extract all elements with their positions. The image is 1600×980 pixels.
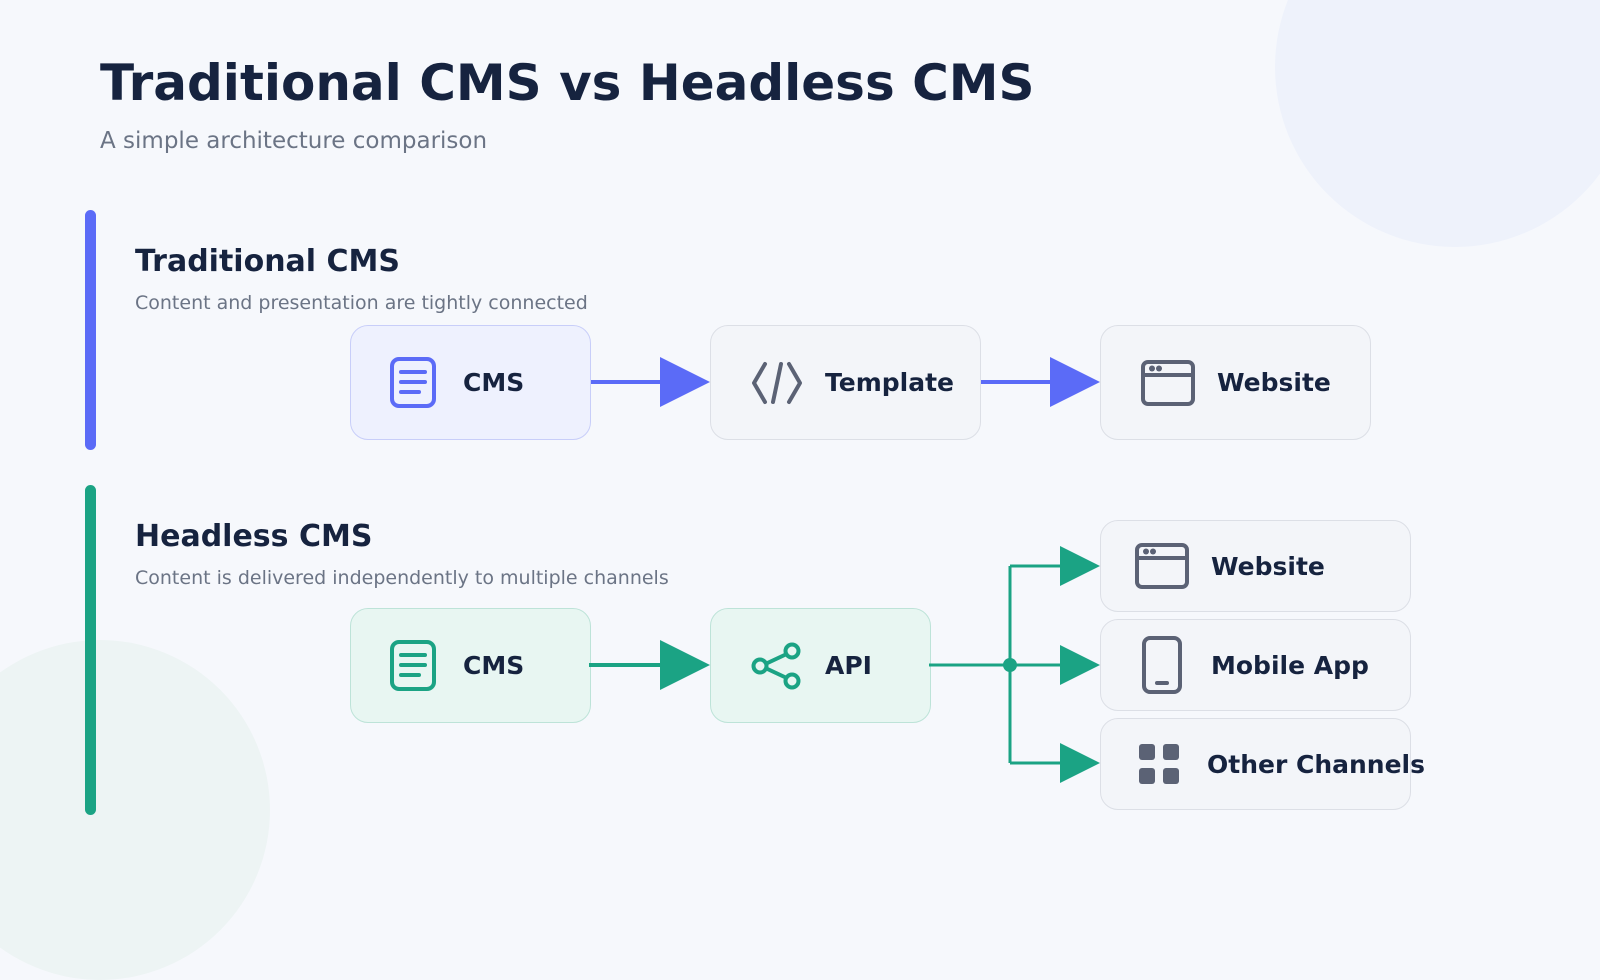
node-label: CMS (463, 368, 525, 397)
node-label: Website (1211, 551, 1325, 581)
node-label: Mobile App (1211, 650, 1369, 680)
api-node: API (710, 608, 931, 723)
arrow-head (1060, 645, 1100, 685)
junction-dot (1003, 658, 1017, 672)
browser-window-icon (1135, 543, 1189, 589)
traditional-cms-node: CMS (350, 325, 591, 440)
traditional-accent-bar (85, 210, 96, 450)
traditional-section-description: Content and presentation are tightly con… (135, 292, 588, 314)
node-label: CMS (463, 651, 525, 680)
browser-window-icon (1141, 359, 1195, 406)
share-icon (751, 642, 803, 690)
document-icon (389, 639, 437, 693)
code-icon (751, 360, 803, 406)
arrow-head (1060, 546, 1100, 586)
arrow-head (660, 640, 710, 690)
connector-layer (589, 357, 1100, 783)
node-label: Other Channels (1207, 749, 1426, 779)
arrow-head (660, 357, 710, 407)
document-icon (389, 356, 437, 410)
page-subtitle: A simple architecture comparison (100, 128, 488, 154)
headless-connectors (589, 564, 1060, 765)
traditional-connectors (591, 357, 1100, 407)
channel-mobile-app-node: Mobile App (1100, 619, 1411, 711)
template-node: Template (710, 325, 981, 440)
channel-other-node: Other Channels (1100, 718, 1425, 810)
node-label: API (825, 651, 872, 680)
headless-arrow-heads (660, 546, 1100, 783)
traditional-section-title: Traditional CMS (135, 244, 401, 279)
traditional-website-node: Website (1100, 325, 1371, 440)
arrow-head (1050, 357, 1100, 407)
headless-section-title: Headless CMS (135, 519, 373, 554)
headless-accent-bar (85, 485, 96, 815)
channel-website-node: Website (1100, 520, 1411, 612)
headless-cms-node: CMS (350, 608, 591, 723)
page-title: Traditional CMS vs Headless CMS (100, 54, 1035, 112)
headless-section-description: Content is delivered independently to mu… (135, 567, 669, 589)
node-label: Website (1217, 368, 1331, 397)
arrow-head (1060, 743, 1100, 783)
grid-icon (1137, 742, 1181, 786)
node-label: Template (825, 368, 954, 397)
mobile-phone-icon (1141, 636, 1183, 694)
